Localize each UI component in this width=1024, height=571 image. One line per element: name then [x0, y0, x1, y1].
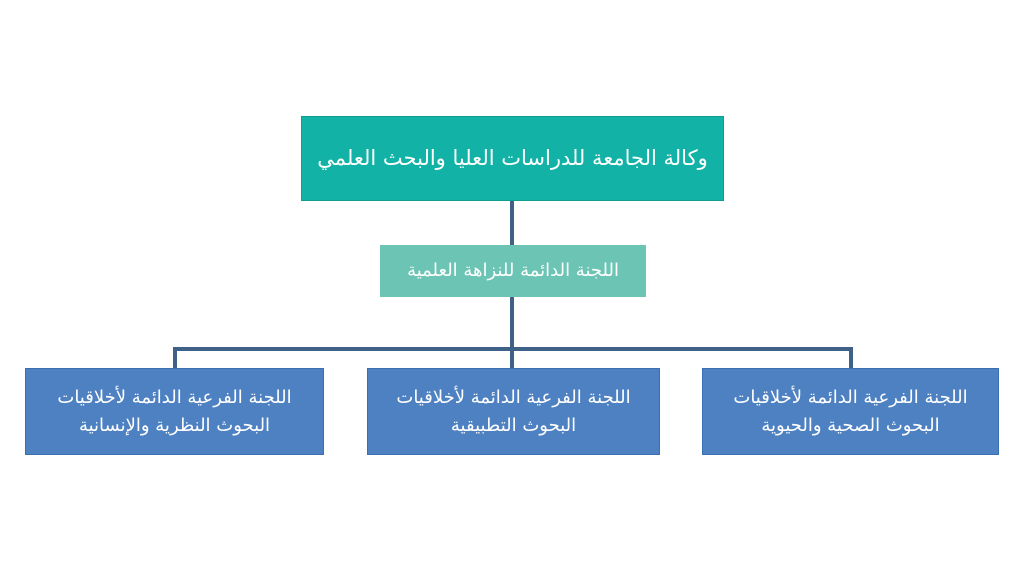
connector-middle-down: [510, 297, 514, 349]
node-permanent-integrity-committee: اللجنة الدائمة للنزاهة العلمية: [380, 245, 646, 297]
node-health-ethics-committee: اللجنة الفرعية الدائمة لأخلاقيات البحوث …: [702, 368, 999, 455]
node-applied-ethics-committee-line1: اللجنة الفرعية الدائمة لأخلاقيات: [396, 386, 631, 408]
connector-drop-right: [849, 347, 853, 368]
node-humanities-ethics-committee-line1: اللجنة الفرعية الدائمة لأخلاقيات: [57, 386, 292, 408]
node-permanent-integrity-committee-label: اللجنة الدائمة للنزاهة العلمية: [407, 260, 619, 282]
node-applied-ethics-committee: اللجنة الفرعية الدائمة لأخلاقيات البحوث …: [367, 368, 660, 455]
node-university-agency: وكالة الجامعة للدراسات العليا والبحث الع…: [301, 116, 724, 201]
connector-top-to-middle: [510, 201, 514, 245]
node-humanities-ethics-committee: اللجنة الفرعية الدائمة لأخلاقيات البحوث …: [25, 368, 324, 455]
node-health-ethics-committee-line2: البحوث الصحية والحيوية: [761, 414, 940, 436]
connector-drop-left: [173, 347, 177, 368]
node-applied-ethics-committee-line2: البحوث التطبيقية: [450, 414, 577, 436]
node-humanities-ethics-committee-line2: البحوث النظرية والإنسانية: [78, 414, 271, 436]
node-health-ethics-committee-line1: اللجنة الفرعية الدائمة لأخلاقيات: [733, 386, 968, 408]
connector-drop-middle: [510, 347, 514, 368]
node-university-agency-label: وكالة الجامعة للدراسات العليا والبحث الع…: [317, 146, 708, 171]
